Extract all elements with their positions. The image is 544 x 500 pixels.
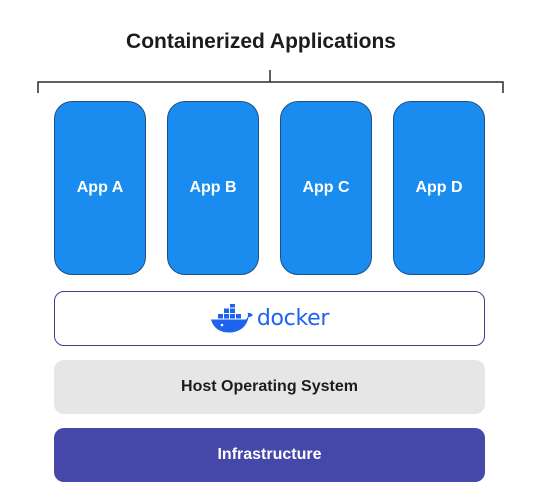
app-c-label: App C xyxy=(302,179,350,196)
applications-bracket xyxy=(37,70,504,93)
app-c-container: App C xyxy=(280,101,372,275)
app-d-container: App D xyxy=(393,101,485,275)
docker-wordmark: docker xyxy=(256,306,330,331)
app-b-label: App B xyxy=(189,179,237,196)
docker-logo: docker xyxy=(210,303,330,334)
app-b-container: App B xyxy=(167,101,259,275)
diagram-title: Containerized Applications xyxy=(126,30,396,53)
infrastructure-layer: Infrastructure xyxy=(54,428,485,482)
docker-whale-icon xyxy=(210,303,253,332)
host-operating-system-layer: Host Operating System xyxy=(54,360,485,414)
host-os-label: Host Operating System xyxy=(181,378,358,395)
infrastructure-label: Infrastructure xyxy=(217,446,322,463)
app-d-label: App D xyxy=(415,179,463,196)
app-a-label: App A xyxy=(76,179,124,196)
docker-engine-layer: docker xyxy=(54,291,485,346)
app-a-container: App A xyxy=(54,101,146,275)
